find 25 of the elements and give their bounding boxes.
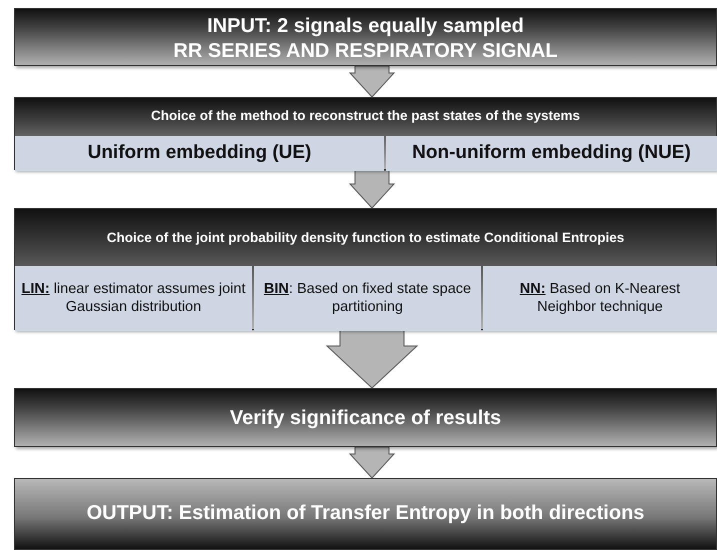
step-text: Verify significance of results <box>228 407 502 430</box>
option-text: NN: Based on K-Nearest Neighbor technique <box>518 281 682 316</box>
option-cell <box>254 266 481 331</box>
panel <box>14 208 717 330</box>
block-arrow <box>348 66 396 98</box>
option-text: Non-uniform embedding (NUE) <box>411 142 692 165</box>
process-box <box>14 478 717 550</box>
process-box <box>14 388 717 447</box>
panel-heading: Choice of the method to reconstruct the past states of the systems <box>150 108 582 123</box>
option-cell <box>15 266 252 331</box>
process-box <box>14 8 717 66</box>
option-cell <box>15 136 384 171</box>
block-arrow <box>326 330 418 389</box>
option-cell <box>483 266 717 331</box>
panel-heading: Choice of the joint probability density function to estimate Conditional Entropies <box>106 230 626 245</box>
option-text: BIN: Based on fixed state space partitioning <box>262 281 472 316</box>
step-text: RR SERIES AND RESPIRATORY SIGNAL <box>172 40 559 63</box>
block-arrow <box>348 446 396 479</box>
block-arrow <box>348 170 396 209</box>
option-cell <box>386 136 717 171</box>
step-text: INPUT: 2 signals equally sampled <box>206 15 525 38</box>
option-text: Uniform embedding (UE) <box>86 142 312 165</box>
step-text: OUTPUT: Estimation of Transfer Entropy in both directions <box>86 502 646 525</box>
option-text: LIN: linear estimator assumes joint Gaussian distribution <box>20 281 246 316</box>
panel <box>14 97 717 170</box>
